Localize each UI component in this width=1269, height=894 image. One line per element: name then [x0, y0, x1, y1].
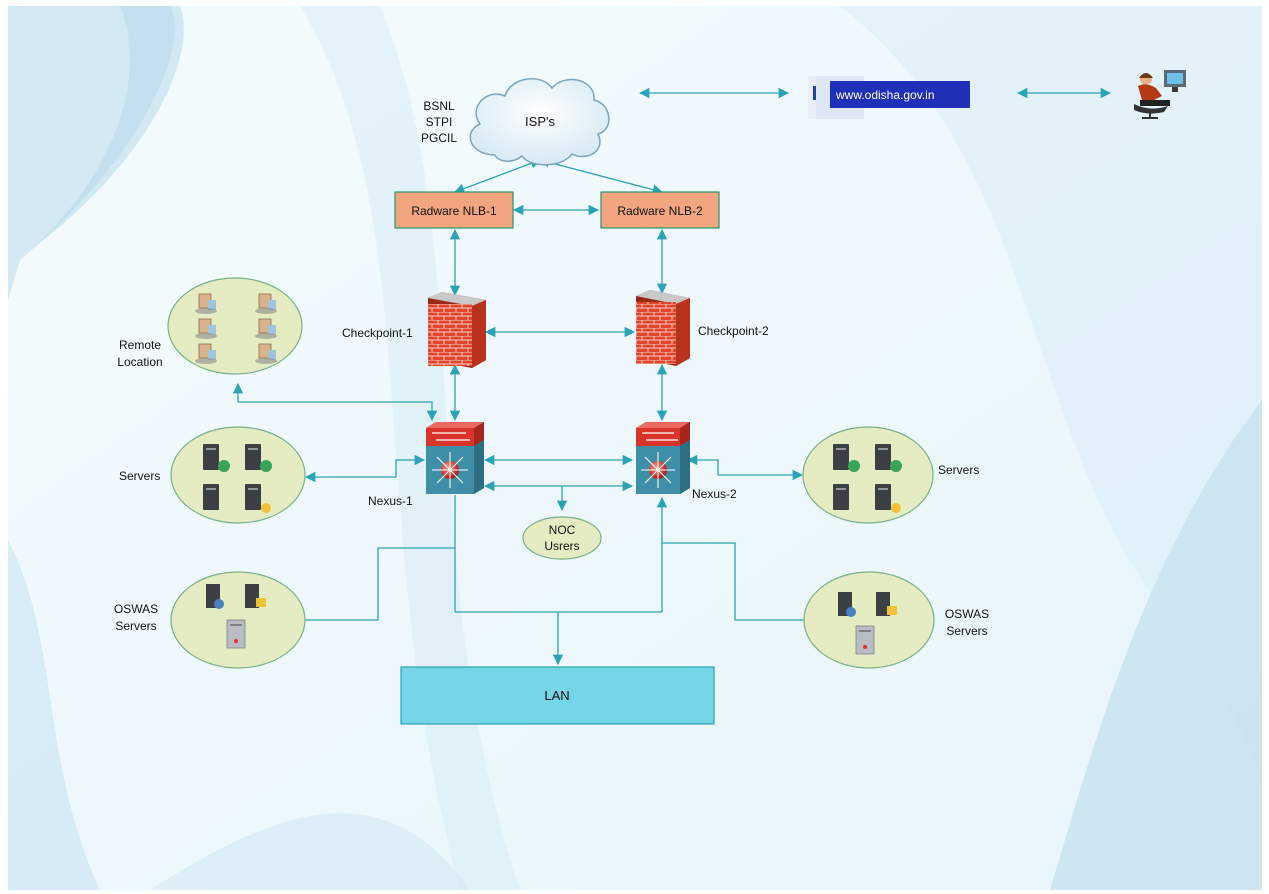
- oswas-right-label-1: OSWAS: [945, 607, 989, 621]
- oswas-left-label-1: OSWAS: [114, 602, 158, 616]
- servers-left-label: Servers: [119, 469, 160, 483]
- link-oswas-left: [305, 547, 455, 621]
- nlb-1: Radware NLB-1: [394, 191, 514, 229]
- checkpoint1-label: Checkpoint-1: [342, 326, 413, 340]
- remote-location-label-2: Location: [117, 355, 162, 369]
- servers-right-label: Servers: [938, 463, 979, 477]
- cloud-label: ISP's: [525, 114, 555, 129]
- link-servers-left-nexus1: [304, 454, 426, 483]
- noc-users-node: NOC Usrers: [522, 516, 602, 560]
- servers-left-cluster: [170, 426, 306, 524]
- oswas-right-label-2: Servers: [946, 624, 987, 638]
- isp-provider-3: PGCIL: [421, 131, 457, 145]
- remote-location-cluster: [167, 277, 303, 375]
- link-nexus2-servers-right: [686, 454, 804, 481]
- checkpoint2-label: Checkpoint-2: [698, 324, 769, 338]
- website-banner: www.odisha.gov.in: [808, 76, 970, 119]
- nexus-1-icon: [426, 422, 484, 494]
- nlb-2: Radware NLB-2: [600, 191, 720, 229]
- isp-providers: BSNL STPI PGCIL: [421, 99, 457, 145]
- user-workstation-icon: [1134, 70, 1186, 119]
- servers-right-cluster: [802, 426, 934, 524]
- remote-location-label-1: Remote: [119, 338, 161, 352]
- noc-label-1: NOC: [549, 523, 576, 537]
- isp-provider-1: BSNL: [423, 99, 455, 113]
- link-remote-nexus1: [232, 382, 438, 422]
- isp-provider-2: STPI: [426, 115, 453, 129]
- nexus1-label: Nexus-1: [368, 494, 413, 508]
- link-isp-nlb1: [454, 158, 541, 194]
- nlb1-label: Radware NLB-1: [411, 204, 497, 218]
- noc-label-2: Usrers: [544, 539, 579, 553]
- lan-label: LAN: [544, 688, 569, 703]
- lan-box: LAN: [400, 666, 715, 725]
- firewall-1-icon: [428, 292, 486, 368]
- link-oswas-right: [662, 542, 805, 621]
- website-label: www.odisha.gov.in: [835, 88, 935, 102]
- nexus2-label: Nexus-2: [692, 487, 737, 501]
- connectors: [232, 87, 1112, 666]
- oswas-right-cluster: [803, 571, 935, 669]
- nlb2-label: Radware NLB-2: [617, 204, 703, 218]
- oswas-left-label-2: Servers: [115, 619, 156, 633]
- link-isp-nlb2: [538, 157, 664, 195]
- oswas-left-cluster: [170, 571, 306, 669]
- isp-cloud: ISP's: [469, 78, 610, 166]
- firewall-2-icon: [636, 290, 690, 366]
- nexus-2-icon: [636, 422, 690, 494]
